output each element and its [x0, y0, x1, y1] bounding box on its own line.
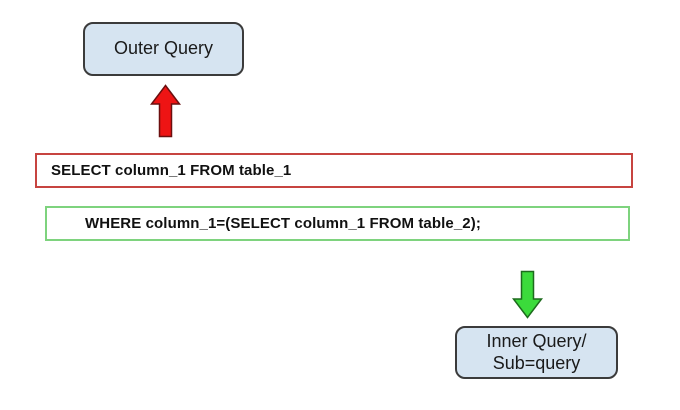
outer-query-label: Outer Query: [113, 38, 214, 59]
select-statement-text: SELECT column_1 FROM table_1: [51, 162, 292, 179]
where-clause-box: WHERE column_1=(SELECT column_1 FROM tab…: [45, 206, 630, 241]
down-arrow-icon: [511, 270, 544, 319]
outer-query-box: Outer Query: [83, 22, 244, 76]
inner-query-label-line1: Inner Query/: [486, 330, 587, 351]
inner-query-box: Inner Query/ Sub=query: [455, 326, 618, 379]
where-clause-text: WHERE column_1=(SELECT column_1 FROM tab…: [85, 215, 481, 232]
up-arrow-icon: [149, 84, 182, 138]
inner-query-label-line2: Sub=query: [492, 352, 581, 373]
select-statement-box: SELECT column_1 FROM table_1: [35, 153, 633, 188]
